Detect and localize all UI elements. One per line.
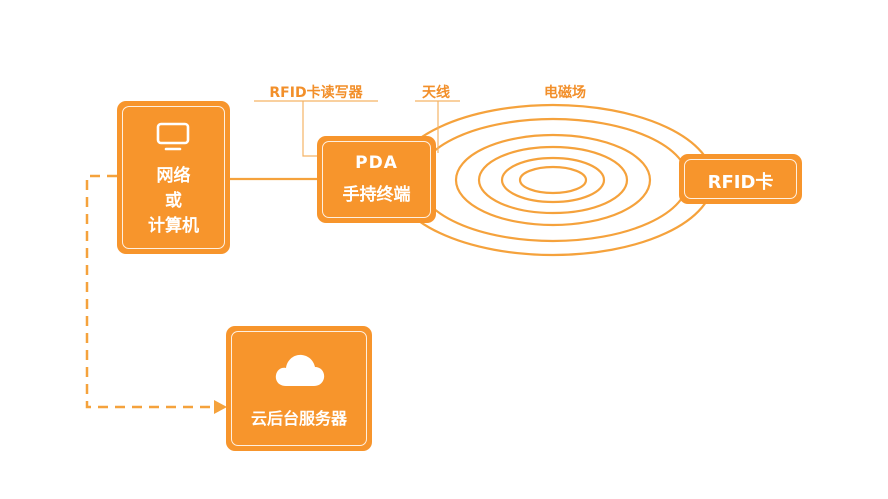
arrow-head-icon: [214, 400, 227, 414]
electromagnetic-field: [391, 103, 715, 257]
cloud-icon: [274, 352, 326, 392]
node-rfid-card-border: [684, 159, 797, 199]
node-computer[interactable]: 网络 或 计算机: [117, 101, 230, 254]
field-ring: [477, 145, 629, 215]
node-rfid-card[interactable]: RFID卡: [679, 154, 802, 204]
field-ring: [454, 133, 652, 227]
node-pda[interactable]: PDA 手持终端: [317, 136, 436, 223]
monitor-icon: [155, 122, 191, 156]
node-pda-line-1: PDA: [355, 153, 398, 173]
node-cloud-server[interactable]: 云后台服务器: [226, 326, 372, 451]
field-ring: [518, 165, 588, 195]
node-computer-line-3: 计算机: [148, 216, 199, 236]
node-pda-border: [322, 141, 431, 218]
annotation-antenna: 天线: [422, 85, 450, 101]
node-computer-border: [122, 106, 225, 249]
field-ring: [500, 156, 606, 204]
link-computer-cloud: [85, 174, 216, 409]
reader-leader: [302, 101, 318, 157]
node-cloud-server-border: [231, 331, 367, 446]
field-ring: [416, 117, 690, 243]
node-rfid-card-label: RFID卡: [707, 172, 774, 193]
node-computer-line-2: 或: [165, 191, 182, 211]
annotation-field: 电磁场: [544, 85, 586, 101]
node-cloud-server-label: 云后台服务器: [250, 409, 347, 428]
annotation-reader: RFID卡读写器: [269, 85, 363, 101]
node-pda-line-2: 手持终端: [342, 185, 411, 205]
field-ring: [391, 103, 715, 257]
node-computer-line-1: 网络: [156, 166, 191, 186]
